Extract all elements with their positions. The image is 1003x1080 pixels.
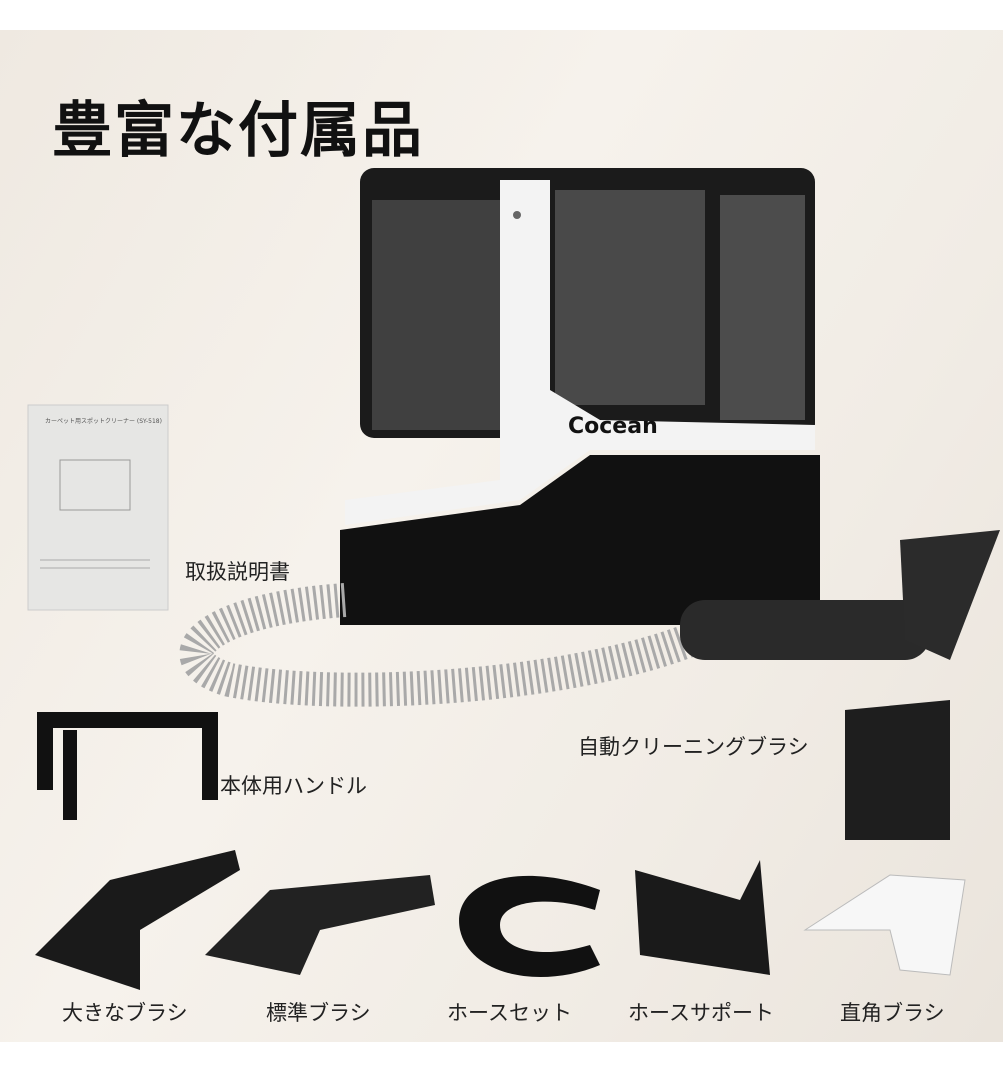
label-handle: 本体用ハンドル	[220, 774, 367, 798]
hose-set-icon	[459, 875, 600, 978]
self-cleaning-brush-icon	[845, 700, 950, 840]
right-angle-brush-icon	[803, 874, 966, 976]
brand-logo: Cocean	[568, 414, 658, 439]
page-title: 豊富な付属品	[52, 96, 424, 166]
label-standard-brush: 標準ブラシ	[266, 1001, 371, 1025]
label-right-angle-brush: 直角ブラシ	[840, 1001, 945, 1025]
label-hose-support: ホースサポート	[628, 1001, 774, 1025]
manual-cover-text: カーペット用スポットクリーナー (SY-518)	[45, 418, 162, 425]
standard-brush-icon	[205, 875, 435, 975]
label-large-brush: 大きなブラシ	[62, 1001, 188, 1025]
label-manual: 取扱説明書	[185, 560, 290, 584]
label-self-cleaning-brush: 自動クリーニングブラシ	[578, 735, 809, 759]
handle-icon	[37, 712, 218, 800]
hose-support-icon	[635, 860, 770, 975]
hose	[179, 583, 697, 707]
cleaner-body	[340, 168, 820, 625]
label-hose-set: ホースセット	[447, 1001, 572, 1025]
manual-icon	[27, 404, 169, 611]
attached-brush	[680, 600, 930, 660]
large-brush-icon	[35, 850, 240, 990]
